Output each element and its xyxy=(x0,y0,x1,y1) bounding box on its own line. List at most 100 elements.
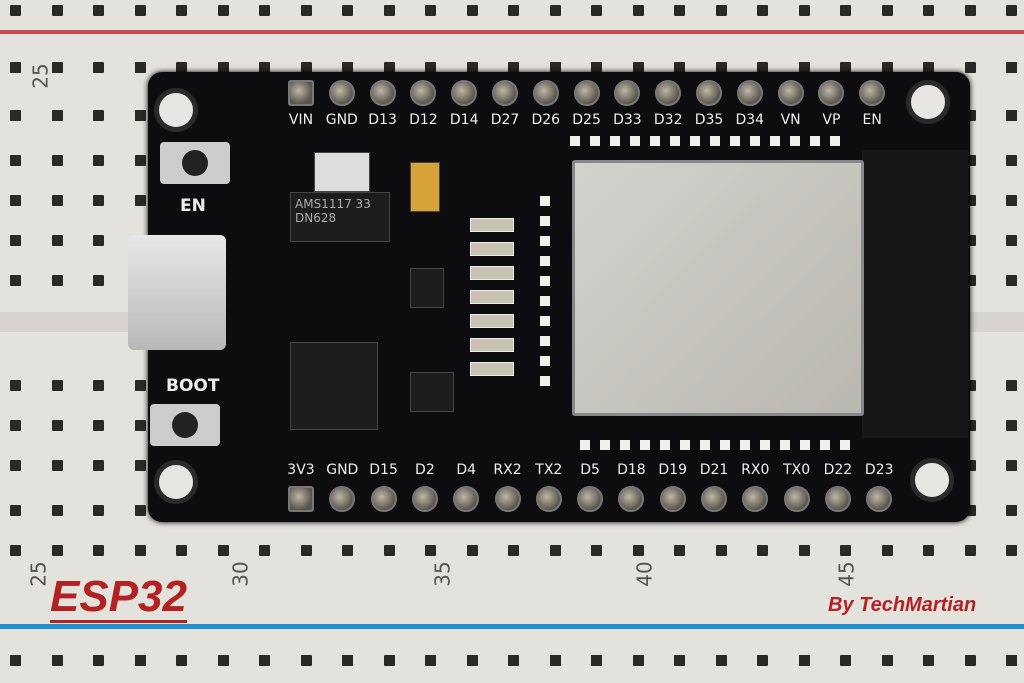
pin-label: D5 xyxy=(580,462,600,478)
breadboard-row-number: 25 xyxy=(28,63,53,89)
breadboard-hole xyxy=(176,5,187,16)
resistor xyxy=(470,290,514,304)
breadboard-hole xyxy=(840,545,851,556)
module-pad xyxy=(640,440,650,450)
micro-usb-port[interactable] xyxy=(128,235,226,350)
breadboard-hole xyxy=(93,62,104,73)
resistor xyxy=(470,218,514,232)
breadboard-hole xyxy=(1006,545,1017,556)
breadboard-hole xyxy=(508,655,519,666)
column-number: 25 xyxy=(26,561,51,587)
header-pin xyxy=(410,80,437,106)
negative-rail-line xyxy=(0,624,1024,629)
pin-label: D14 xyxy=(449,112,479,128)
breadboard-hole xyxy=(176,655,187,666)
pin-label: VIN xyxy=(288,112,314,128)
breadboard-hole xyxy=(715,655,727,666)
module-pad xyxy=(760,440,770,450)
breadboard-hole xyxy=(632,545,644,556)
breadboard-hole xyxy=(964,380,976,391)
header-pin xyxy=(451,80,478,106)
breadboard-hole xyxy=(840,5,851,16)
mounting-hole xyxy=(906,80,950,124)
pin-label: D22 xyxy=(823,462,853,478)
breadboard-hole xyxy=(383,62,395,73)
header-pin xyxy=(535,486,562,512)
mounting-hole xyxy=(154,460,198,504)
breadboard-hole xyxy=(51,655,63,666)
breadboard-hole xyxy=(10,545,21,556)
breadboard-hole xyxy=(93,5,104,16)
breadboard-hole xyxy=(259,545,270,556)
header-pin xyxy=(614,80,641,106)
breadboard-hole xyxy=(466,5,478,16)
breadboard-hole xyxy=(134,505,146,516)
en-reset-button[interactable] xyxy=(160,142,230,184)
header-pin xyxy=(288,80,314,106)
breadboard-hole xyxy=(923,5,934,16)
module-pad xyxy=(690,136,700,146)
breadboard-hole xyxy=(93,545,104,556)
module-pad xyxy=(780,440,790,450)
pin-label: VP xyxy=(822,112,841,128)
pin-label: D4 xyxy=(456,462,477,478)
module-pad xyxy=(750,136,760,146)
breadboard-hole xyxy=(10,110,21,121)
pin-label: VN xyxy=(780,112,801,128)
breadboard-hole xyxy=(93,235,104,246)
header-pin xyxy=(655,80,682,106)
breadboard-hole xyxy=(757,62,768,73)
breadboard-hole xyxy=(425,655,436,666)
breadboard-hole xyxy=(964,110,976,121)
breadboard-hole xyxy=(757,655,768,666)
header-pin xyxy=(783,486,810,512)
breadboard-hole xyxy=(93,155,104,166)
breadboard-hole xyxy=(134,545,146,556)
pin-label: D2 xyxy=(415,462,435,478)
breadboard-hole xyxy=(300,655,312,666)
header-pin xyxy=(618,486,645,512)
breadboard-hole xyxy=(964,655,976,666)
pin-label: D19 xyxy=(658,462,687,478)
breadboard-hole xyxy=(93,195,104,206)
breadboard-hole xyxy=(1006,62,1017,73)
breadboard-hole xyxy=(10,380,21,391)
pin-label: 3V3 xyxy=(287,462,315,478)
pin-label: D33 xyxy=(613,112,642,128)
breadboard-hole xyxy=(93,460,104,471)
header-pin xyxy=(696,80,722,106)
breadboard-hole xyxy=(798,655,810,666)
module-pad xyxy=(820,440,830,450)
breadboard-hole xyxy=(923,62,934,73)
breadboard-hole xyxy=(549,62,561,73)
breadboard-hole xyxy=(1006,420,1017,431)
boot-button[interactable] xyxy=(150,404,220,446)
usb-uart-chip xyxy=(290,342,378,430)
voltage-regulator: AMS1117 33 DN628 xyxy=(290,192,390,242)
resistor xyxy=(470,338,514,352)
breadboard-hole xyxy=(93,380,104,391)
en-label: EN xyxy=(180,196,206,216)
breadboard-hole xyxy=(1006,195,1017,206)
boot-label: BOOT xyxy=(166,376,220,396)
pin-label: D21 xyxy=(699,462,729,478)
module-pad xyxy=(700,440,710,450)
breadboard-hole xyxy=(134,655,146,666)
esp-wroom-32-module xyxy=(572,160,864,416)
breadboard-hole xyxy=(964,195,976,206)
breadboard-hole xyxy=(134,420,146,431)
header-pin xyxy=(369,80,396,106)
module-pad xyxy=(540,196,550,206)
transistor xyxy=(410,372,454,412)
breadboard-hole xyxy=(508,545,519,556)
breadboard-hole xyxy=(134,62,146,73)
breadboard-hole xyxy=(10,460,21,471)
module-pad xyxy=(840,440,850,450)
breadboard-hole xyxy=(217,62,229,73)
module-pad xyxy=(810,136,820,146)
module-pad xyxy=(540,376,550,386)
module-pad xyxy=(740,440,750,450)
pin-label: RX2 xyxy=(493,462,522,478)
header-pin xyxy=(411,486,438,512)
column-number: 30 xyxy=(228,561,253,587)
